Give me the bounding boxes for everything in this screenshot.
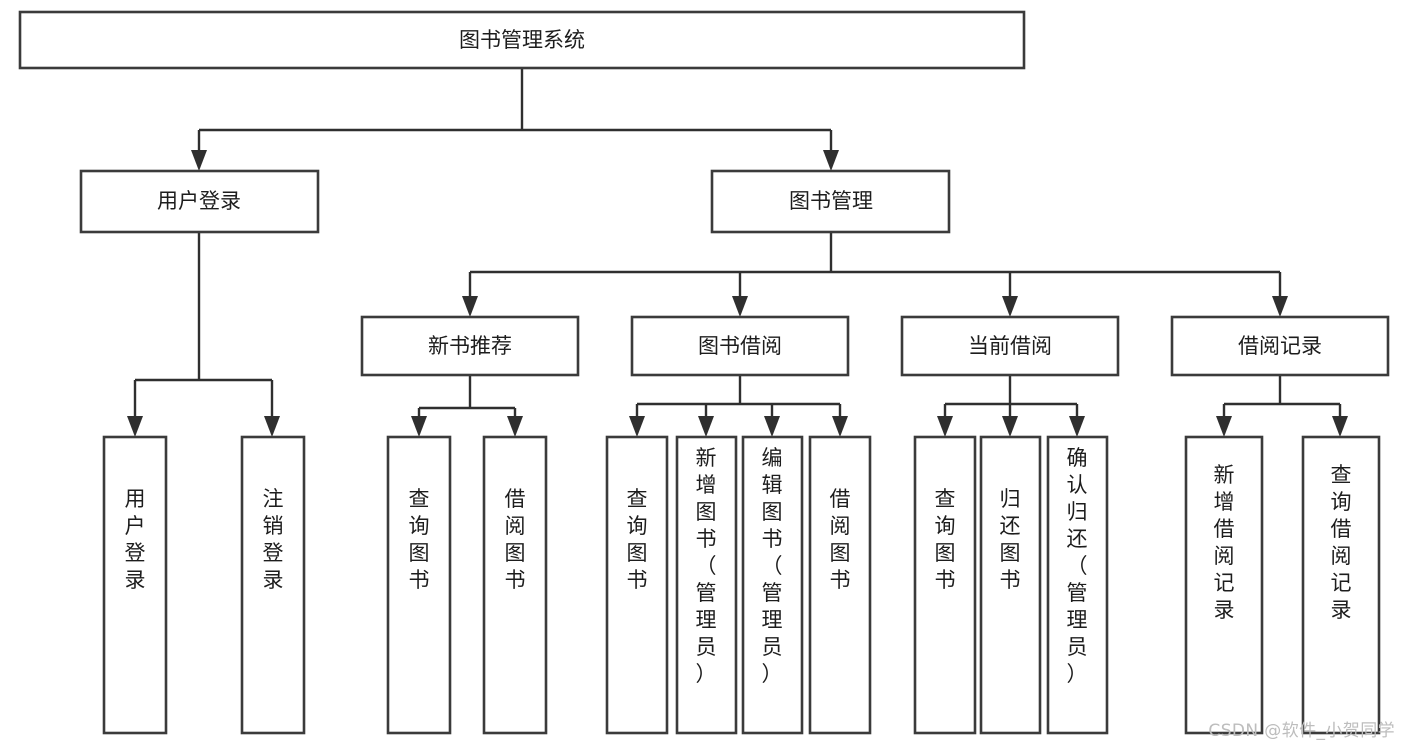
leaf-query-book-3-label: 查询图书 (935, 487, 956, 592)
leaf-add-record-box[interactable] (1184, 435, 1264, 735)
leaf-query-book-2-box[interactable] (605, 435, 669, 735)
node-user-login-label: 用户登录 (157, 189, 241, 213)
leaf-query-book-1[interactable]: 查询图书 (386, 435, 452, 735)
leaf-query-record-label: 查询借阅记录 (1331, 463, 1352, 622)
node-root-box[interactable] (18, 10, 1026, 70)
node-current-borrow-box[interactable] (900, 315, 1120, 377)
leaf-user-logout-box[interactable] (240, 435, 306, 735)
leaf-add-book[interactable]: 新增图书（管理员） (675, 435, 738, 735)
leaf-borrow-book-1[interactable]: 借阅图书 (482, 435, 548, 735)
leaf-confirm-return[interactable]: 确认归还（管理员） (1046, 435, 1109, 735)
leaf-query-record-box[interactable] (1301, 435, 1381, 735)
node-new-book-recommend[interactable]: 新书推荐 (360, 315, 580, 377)
leaf-user-login-box[interactable] (102, 435, 168, 735)
node-borrow-records-label: 借阅记录 (1238, 334, 1322, 358)
connector-newbook-to-leaves (411, 375, 523, 437)
leaf-query-book-3-box[interactable] (913, 435, 977, 735)
leaf-edit-book-box[interactable] (741, 435, 804, 735)
leaf-query-book-1-box[interactable] (386, 435, 452, 735)
leaf-user-login[interactable]: 用户登录 (102, 435, 168, 735)
node-user-login-box[interactable] (79, 169, 320, 234)
node-new-book-recommend-box[interactable] (360, 315, 580, 377)
leaf-query-book-1-label: 查询图书 (409, 487, 430, 592)
node-book-borrow[interactable]: 图书借阅 (630, 315, 850, 377)
leaf-add-record[interactable]: 新增借阅记录 (1184, 435, 1264, 735)
node-root-label: 图书管理系统 (459, 28, 585, 52)
connector-current-to-leaves (937, 375, 1085, 437)
connector-login-to-leaves (127, 232, 280, 437)
connector-borrow-to-leaves (629, 375, 848, 437)
node-book-borrow-label: 图书借阅 (698, 334, 782, 358)
node-new-book-recommend-label: 新书推荐 (428, 334, 512, 358)
connector-records-to-leaves (1216, 375, 1348, 437)
leaf-add-record-label: 新增借阅记录 (1214, 463, 1235, 622)
leaf-confirm-return-box[interactable] (1046, 435, 1109, 735)
node-book-management[interactable]: 图书管理 (710, 169, 951, 234)
leaf-borrow-book-2[interactable]: 借阅图书 (808, 435, 872, 735)
node-borrow-records[interactable]: 借阅记录 (1170, 315, 1390, 377)
node-user-login[interactable]: 用户登录 (79, 169, 320, 234)
leaf-borrow-book-1-box[interactable] (482, 435, 548, 735)
leaf-user-logout[interactable]: 注销登录 (240, 435, 306, 735)
leaf-edit-book-label: 编辑图书（管理员） (762, 446, 783, 686)
leaf-user-login-label: 用户登录 (125, 487, 146, 592)
leaf-query-book-2[interactable]: 查询图书 (605, 435, 669, 735)
leaf-query-book-2-label: 查询图书 (627, 487, 648, 592)
node-current-borrow[interactable]: 当前借阅 (900, 315, 1120, 377)
node-book-management-label: 图书管理 (789, 189, 873, 213)
leaf-query-record[interactable]: 查询借阅记录 (1301, 435, 1381, 735)
leaf-borrow-book-2-box[interactable] (808, 435, 872, 735)
leaf-add-book-label: 新增图书（管理员） (696, 446, 717, 686)
leaf-confirm-return-label: 确认归还（管理员） (1067, 446, 1088, 686)
leaf-edit-book[interactable]: 编辑图书（管理员） (741, 435, 804, 735)
node-current-borrow-label: 当前借阅 (968, 334, 1052, 358)
leaf-user-logout-label: 注销登录 (263, 487, 284, 592)
leaf-add-book-box[interactable] (675, 435, 738, 735)
node-book-management-box[interactable] (710, 169, 951, 234)
node-book-borrow-box[interactable] (630, 315, 850, 377)
node-borrow-records-box[interactable] (1170, 315, 1390, 377)
leaf-return-book[interactable]: 归还图书 (979, 435, 1042, 735)
leaf-return-book-label: 归还图书 (1000, 487, 1021, 592)
connector-root-to-level2 (191, 68, 839, 171)
leaf-return-book-box[interactable] (979, 435, 1042, 735)
leaf-query-book-3[interactable]: 查询图书 (913, 435, 977, 735)
leaf-borrow-book-1-label: 借阅图书 (505, 487, 526, 592)
node-root[interactable]: 图书管理系统 (18, 10, 1026, 70)
connector-bookmgmt-to-level3 (462, 232, 1288, 317)
connectors-layer (127, 68, 1348, 437)
leaf-borrow-book-2-label: 借阅图书 (830, 487, 851, 592)
